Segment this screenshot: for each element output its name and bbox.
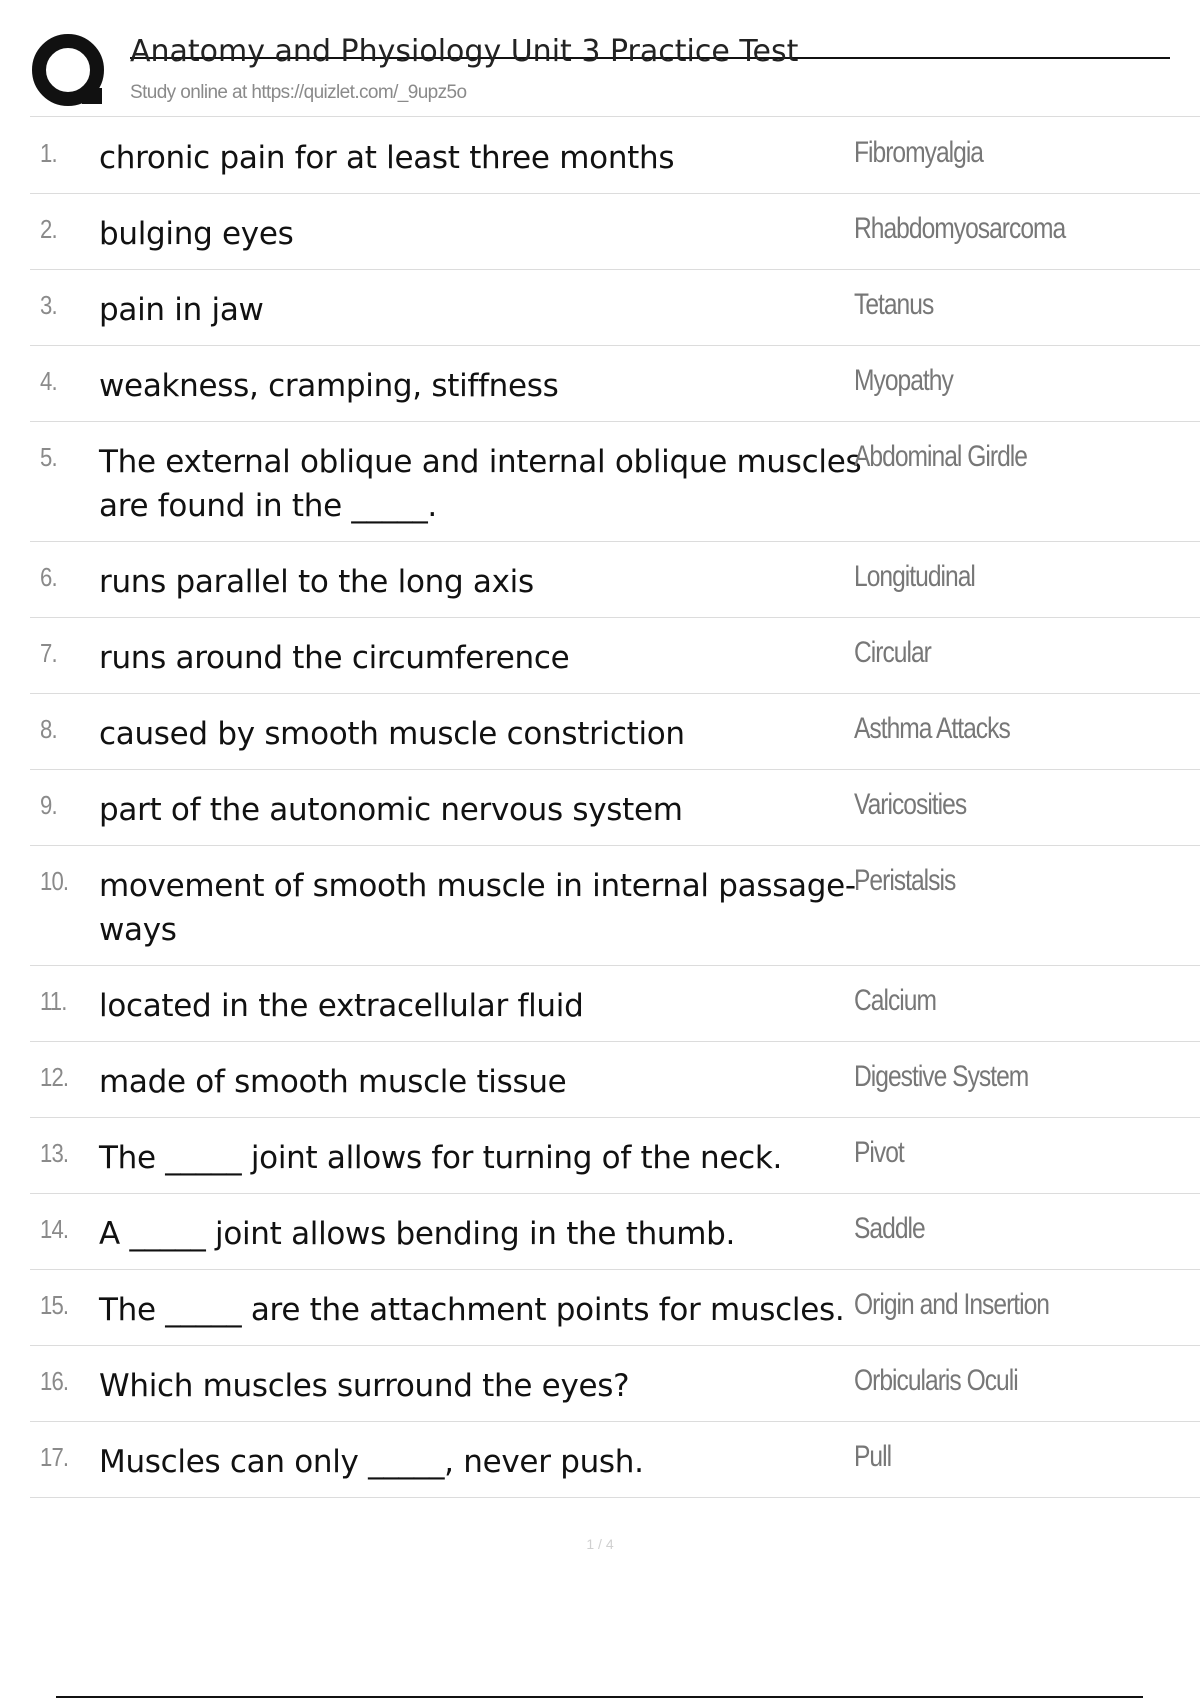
item-number: 13. <box>40 1138 69 1168</box>
item-definition: Rhabdomyosarcoma <box>854 212 1066 245</box>
item-number: 10. <box>40 866 69 896</box>
list-item: 12. made of smooth muscle tissue Digesti… <box>30 1042 1200 1118</box>
item-number: 1. <box>40 138 58 168</box>
item-number: 6. <box>40 562 58 592</box>
item-term: runs around the circumference <box>99 640 570 676</box>
item-term: part of the autonomic nervous system <box>99 792 683 828</box>
item-term: The _____ joint allows for turning of th… <box>99 1140 783 1176</box>
list-item: 5. The external oblique and internal obl… <box>30 422 1200 542</box>
item-term: A _____ joint allows bending in the thum… <box>99 1216 736 1252</box>
list-item: 13. The _____ joint allows for turning o… <box>30 1118 1200 1194</box>
item-number: 17. <box>40 1442 69 1472</box>
page-title: Anatomy and Physiology Unit 3 Practice T… <box>130 34 799 69</box>
item-definition: Orbicularis Oculi <box>854 1364 1019 1397</box>
item-definition: Fibromyalgia <box>854 136 984 169</box>
list-item: 6. runs parallel to the long axis Longit… <box>30 542 1200 618</box>
list-item: 3. pain in jaw Tetanus <box>30 270 1200 346</box>
item-number: 7. <box>40 638 58 668</box>
item-term: The _____ are the attachment points for … <box>99 1292 845 1328</box>
item-term: pain in jaw <box>99 292 264 328</box>
item-number: 16. <box>40 1366 69 1396</box>
item-definition: Pull <box>854 1440 892 1473</box>
study-online-link[interactable]: Study online at https://quizlet.com/_9up… <box>130 82 467 103</box>
item-term: made of smooth muscle tissue <box>99 1064 567 1100</box>
list-item: 7. runs around the circumference Circula… <box>30 618 1200 694</box>
item-definition: Origin and Insertion <box>854 1288 1050 1321</box>
item-definition: Saddle <box>854 1212 926 1245</box>
list-item: 14. A _____ joint allows bending in the … <box>30 1194 1200 1270</box>
item-definition: Peristalsis <box>854 864 956 897</box>
item-term: The external oblique and internal obliqu… <box>99 444 862 524</box>
term-list: 1. chronic pain for at least three month… <box>30 118 1200 1498</box>
item-definition: Asthma Attacks <box>854 712 1011 745</box>
item-term: Which muscles surround the eyes? <box>99 1368 630 1404</box>
item-definition: Pivot <box>854 1136 905 1169</box>
item-number: 3. <box>40 290 58 320</box>
item-number: 12. <box>40 1062 69 1092</box>
item-number: 5. <box>40 442 58 472</box>
title-underline <box>130 57 1170 59</box>
list-item: 11. located in the extracellular fluid C… <box>30 966 1200 1042</box>
footer-divider <box>56 1696 1143 1698</box>
item-definition: Digestive System <box>854 1060 1029 1093</box>
list-item: 4. weakness, cramping, stiffness Myopath… <box>30 346 1200 422</box>
list-item: 15. The _____ are the attachment points … <box>30 1270 1200 1346</box>
item-definition: Tetanus <box>854 288 934 321</box>
item-term: Muscles can only _____, never push. <box>99 1444 644 1480</box>
list-item: 9. part of the autonomic nervous system … <box>30 770 1200 846</box>
item-definition: Longitudinal <box>854 560 976 593</box>
page-indicator: 1 / 4 <box>586 1536 614 1552</box>
item-definition: Calcium <box>854 984 937 1017</box>
list-item: 2. bulging eyes Rhabdomyosarcoma <box>30 194 1200 270</box>
quizlet-q-logo-icon <box>32 34 104 106</box>
item-number: 11. <box>40 986 67 1016</box>
item-term: located in the extracellular fluid <box>99 988 584 1024</box>
list-item: 16. Which muscles surround the eyes? Orb… <box>30 1346 1200 1422</box>
item-definition: Abdominal Girdle <box>854 440 1028 473</box>
page-header: Anatomy and Physiology Unit 3 Practice T… <box>30 32 1170 112</box>
item-definition: Myopathy <box>854 364 954 397</box>
item-number: 2. <box>40 214 58 244</box>
item-definition: Circular <box>854 636 932 669</box>
item-number: 8. <box>40 714 58 744</box>
item-term: bulging eyes <box>99 216 294 252</box>
item-number: 9. <box>40 790 58 820</box>
header-divider <box>30 116 1200 117</box>
item-term: movement of smooth muscle in internal pa… <box>99 868 856 948</box>
item-number: 4. <box>40 366 58 396</box>
list-item: 1. chronic pain for at least three month… <box>30 118 1200 194</box>
list-item: 10. movement of smooth muscle in interna… <box>30 846 1200 966</box>
item-term: runs parallel to the long axis <box>99 564 534 600</box>
list-item: 8. caused by smooth muscle constriction … <box>30 694 1200 770</box>
item-number: 15. <box>40 1290 69 1320</box>
item-term: weakness, cramping, stiffness <box>99 368 559 404</box>
item-number: 14. <box>40 1214 69 1244</box>
item-term: caused by smooth muscle constriction <box>99 716 685 752</box>
item-definition: Varicosities <box>854 788 967 821</box>
list-item: 17. Muscles can only _____, never push. … <box>30 1422 1200 1498</box>
item-term: chronic pain for at least three months <box>99 140 675 176</box>
